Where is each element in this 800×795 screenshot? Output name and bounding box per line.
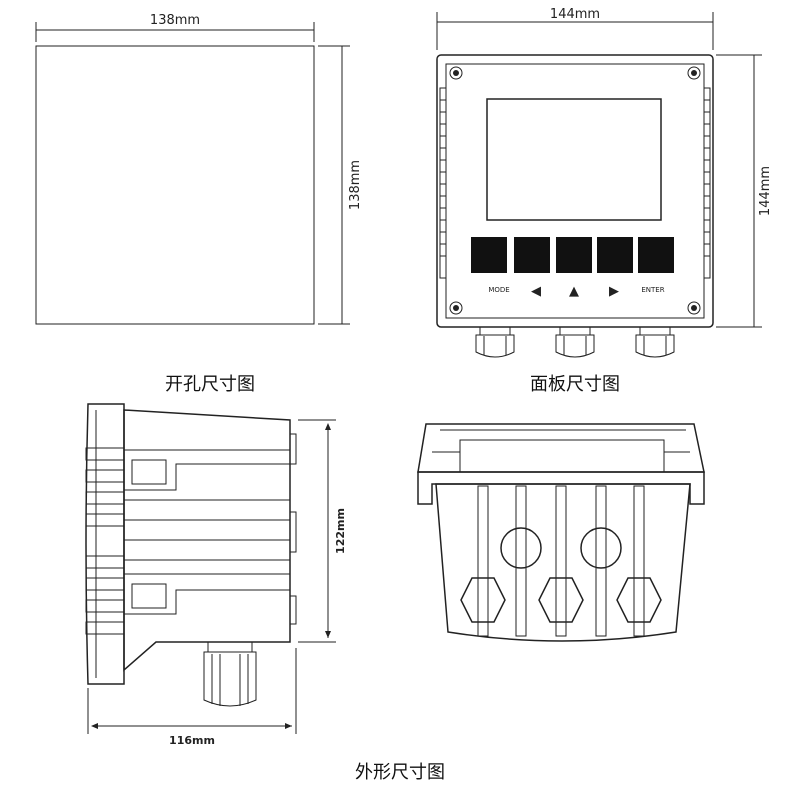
enter-button[interactable] <box>638 237 674 273</box>
side-view: 122mm 116mm <box>85 403 347 747</box>
panel-height-label: 144mm <box>758 166 773 216</box>
lcd-screen <box>486 98 662 221</box>
panel-right-ridges <box>703 87 711 279</box>
cable-gland <box>203 641 257 707</box>
enter-button-label: ENTER <box>641 286 664 294</box>
cable-hole <box>580 527 622 569</box>
screw-icon <box>449 66 463 80</box>
bottom-view <box>417 423 705 642</box>
cutout-height-label: 138mm <box>348 160 363 210</box>
outline-caption: 外形尺寸图 <box>355 762 445 783</box>
cable-hole <box>500 527 542 569</box>
cutout-square <box>35 45 315 325</box>
cable-gland <box>555 326 595 358</box>
panel-view: MODE ◀ ▲ ▶ ENTER 144mm 144mm <box>436 7 773 358</box>
left-button[interactable] <box>514 237 550 273</box>
mode-button[interactable] <box>471 237 507 273</box>
screw-icon <box>687 66 701 80</box>
hex-nut <box>616 577 662 623</box>
side-height-label: 122mm <box>334 508 347 554</box>
right-button-label: ▶ <box>609 284 619 299</box>
right-button[interactable] <box>597 237 633 273</box>
cutout-caption: 开孔尺寸图 <box>165 374 255 395</box>
side-depth-label: 116mm <box>169 734 215 747</box>
panel-left-ridges <box>439 87 447 279</box>
hex-nut <box>538 577 584 623</box>
up-button[interactable] <box>556 237 592 273</box>
panel-caption: 面板尺寸图 <box>530 374 620 395</box>
left-button-label: ◀ <box>531 284 541 299</box>
screw-icon <box>449 301 463 315</box>
mode-button-label: MODE <box>488 286 509 294</box>
cable-gland <box>475 326 515 358</box>
screw-icon <box>687 301 701 315</box>
up-button-label: ▲ <box>569 284 579 299</box>
panel-width-label: 144mm <box>550 7 600 22</box>
hex-nut <box>460 577 506 623</box>
cutout-view: 138mm 138mm <box>35 13 363 325</box>
cable-gland <box>635 326 675 358</box>
cutout-width-label: 138mm <box>150 13 200 28</box>
